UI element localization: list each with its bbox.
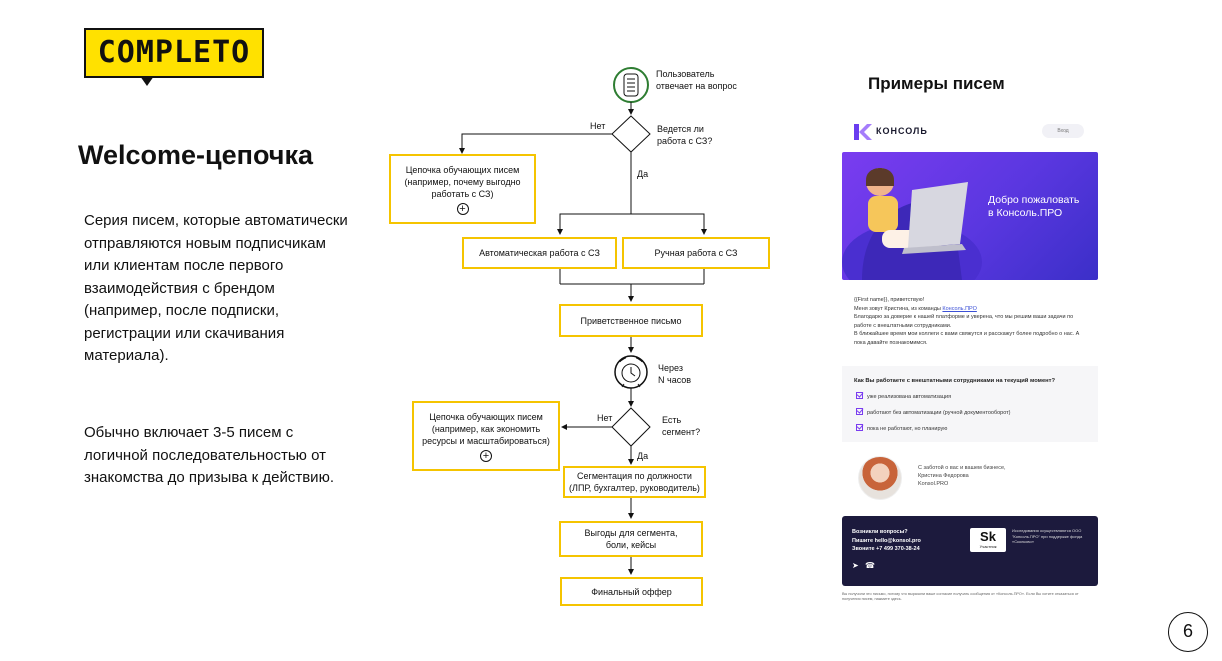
flow-box-manual-text: Ручная работа с СЗ [654, 248, 738, 258]
email-greeting: {{First name}}, приветствую! Меня зовут … [854, 296, 1086, 347]
email-preview: КОНСОЛЬ Вход Добро пожаловать в Консоль.… [842, 112, 1098, 610]
skolkovo-badge: Sk Участник [970, 528, 1006, 552]
decision-1-yes-label: Да [637, 169, 649, 179]
greeting-line-3: Благодарю за доверие к нашей платформе и… [854, 314, 1074, 329]
flow-box-training-1-text: Цепочка обучающих писем (например, почем… [404, 164, 521, 199]
decision-1-no-label: Нет [590, 121, 606, 131]
description-paragraph-2: Обычно включает 3-5 писем с логичной пос… [84, 424, 334, 486]
greeting-line-2: Меня зовут Кристина, из команды Консоль.… [854, 305, 1086, 314]
survey-option-3[interactable]: пока не работают, но планирую [856, 424, 947, 432]
flow-box-welcome: Приветственное письмо [559, 304, 703, 337]
survey-option-1-text: уже реализована автоматизация [867, 394, 952, 400]
flow-box-auto: Автоматическая работа с СЗ [462, 237, 617, 269]
skolkovo-logo-text: Sk [980, 529, 996, 544]
flow-box-benefits-text: Выгоды для сегмента, боли, кейсы [584, 528, 678, 550]
survey-block: Как Вы работаете с внештатными сотрудник… [842, 366, 1098, 442]
checkbox-icon[interactable] [856, 408, 863, 415]
whatsapp-icon[interactable]: ☎ [864, 561, 875, 570]
checkbox-icon[interactable] [856, 392, 863, 399]
flow-box-training-2-text: Цепочка обучающих писем (например, как э… [422, 411, 550, 446]
examples-title: Примеры писем [868, 74, 1005, 93]
login-button[interactable]: Вход [1042, 124, 1084, 138]
footer-contacts: Возникли вопросы? Пишите hello@konsol.pr… [852, 528, 921, 554]
flow-box-final: Финальный оффер [560, 577, 703, 606]
greeting-line-4: В ближайшее время мои коллеги с вами свя… [854, 331, 1080, 346]
email-signature: С заботой о вас и вашем бизнесе, Кристин… [918, 464, 1006, 488]
signature-line-2: Кристина Федорова [918, 473, 969, 479]
decision-2-yes-label: Да [637, 451, 649, 461]
survey-option-2-text: работают без автоматизации (ручной докум… [867, 410, 1011, 416]
footer-email[interactable]: Пишите hello@konsol.pro [852, 537, 921, 544]
flow-box-benefits: Выгоды для сегмента, боли, кейсы [559, 521, 703, 557]
footer-phone[interactable]: Звоните +7 499 370-38-24 [852, 546, 920, 552]
flow-box-training-1: Цепочка обучающих писем (например, почем… [389, 154, 536, 224]
survey-option-1[interactable]: уже реализована автоматизация [856, 392, 951, 400]
decision-2-no-label: Нет [597, 413, 613, 423]
flow-box-manual: Ручная работа с СЗ [622, 237, 770, 269]
welcome-banner: Добро пожаловать в Консоль.ПРО [842, 152, 1098, 280]
signature-line-3: Konsol.PRO [918, 481, 949, 487]
timer-label: Через N часов [658, 363, 692, 385]
checkbox-icon[interactable] [856, 424, 863, 431]
konsol-logo-icon [854, 124, 872, 140]
avatar [858, 456, 902, 500]
greeting-line-2-text: Меня зовут Кристина, из команды [854, 305, 943, 312]
decision-1-label: Ведется ли работа с СЗ? [657, 124, 713, 146]
page-number: 6 [1168, 612, 1208, 652]
email-footer: Возникли вопросы? Пишите hello@konsol.pr… [842, 516, 1098, 586]
konsol-link[interactable]: Консоль.ПРО [942, 305, 977, 312]
start-label: Пользователь отвечает на вопрос [656, 69, 737, 91]
banner-text: Добро пожаловать в Консоль.ПРО [988, 194, 1080, 219]
survey-question: Как Вы работаете с внештатными сотрудник… [854, 378, 1056, 384]
footer-legal: Исследования осуществляются ООО "Консоль… [1012, 528, 1083, 544]
flow-box-segment-text: Сегментация по должности (ЛПР, бухгалтер… [569, 471, 700, 493]
flow-box-training-2: Цепочка обучающих писем (например, как э… [412, 401, 560, 471]
signature-line-1: С заботой о вас и вашем бизнесе, [918, 465, 1006, 471]
greeting-line-1: {{First name}}, приветствую! [854, 297, 925, 303]
plus-circle-icon: + [480, 449, 492, 462]
flow-box-segment: Сегментация по должности (ЛПР, бухгалтер… [563, 466, 706, 498]
footer-questions: Возникли вопросы? [852, 529, 908, 535]
description-paragraph-1: Серия писем, которые автоматически отпра… [84, 212, 348, 364]
banner-illustration [842, 168, 982, 280]
survey-option-3-text: пока не работают, но планирую [867, 426, 948, 432]
decision-2-label: Есть сегмент? [662, 415, 701, 437]
flow-box-auto-text: Автоматическая работа с СЗ [479, 248, 600, 258]
page-title: Welcome-цепочка [78, 140, 313, 170]
flow-box-welcome-text: Приветственное письмо [580, 315, 682, 326]
survey-option-2[interactable]: работают без автоматизации (ручной докум… [856, 408, 1011, 416]
plus-circle-icon: + [456, 202, 469, 215]
email-header: КОНСОЛЬ Вход [842, 112, 1098, 148]
footer-social: ➤ ☎ [852, 561, 875, 570]
brand-name: КОНСОЛЬ [876, 126, 928, 136]
logo-background [84, 28, 264, 78]
logo-text: COMPLETO [97, 35, 251, 70]
skolkovo-sub: Участник [979, 544, 997, 549]
telegram-icon[interactable]: ➤ [852, 561, 859, 570]
flow-box-final-text: Финальный оффер [591, 586, 672, 597]
logo-tail [140, 76, 154, 86]
email-fine-print: Вы получили это письмо, потому что выраз… [842, 592, 1079, 601]
completo-logo: COMPLETO [84, 28, 264, 86]
